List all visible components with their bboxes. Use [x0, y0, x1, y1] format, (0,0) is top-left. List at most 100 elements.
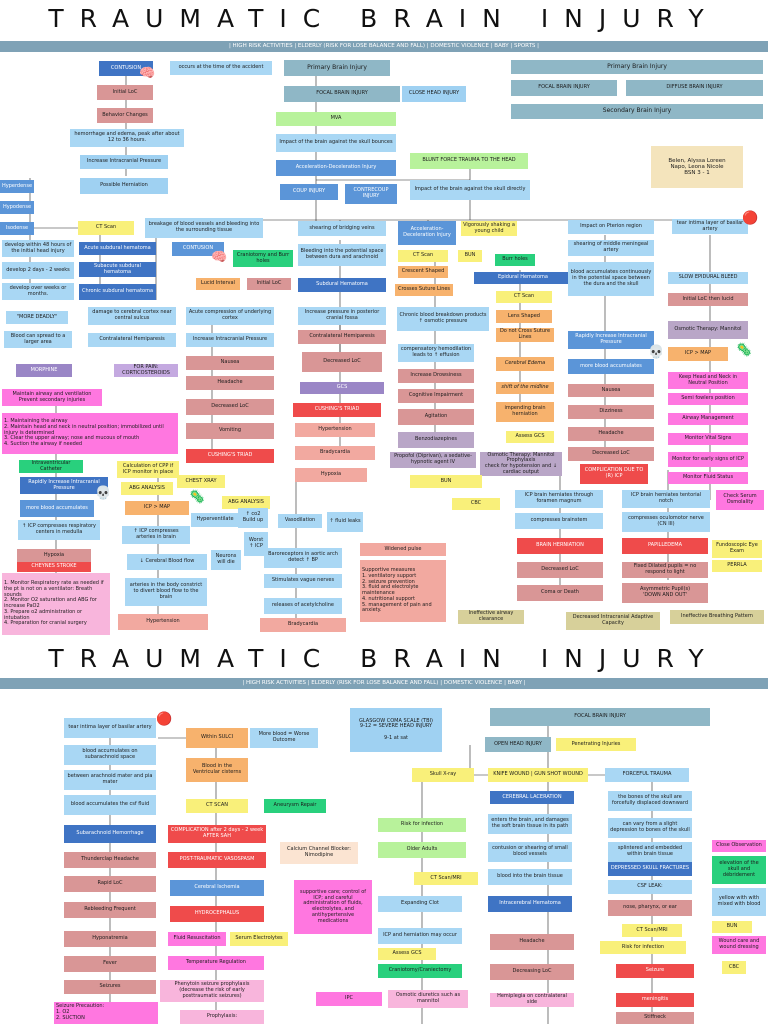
- node-contusion: CONTUSION: [99, 61, 153, 76]
- b-meningitis: meningitis: [616, 993, 694, 1007]
- b-forceful-trauma: FORCEFUL TRAUMA: [605, 768, 689, 782]
- node-chronic-sdh: Chronic subdural hematoma: [79, 284, 156, 300]
- node-contralateral-hemi2: Contralateral Hemiparesis: [298, 330, 386, 344]
- node-vigorously: Vigorously shaking a young child: [461, 221, 517, 236]
- node-icp-compresses-resp: ↑ ICP compresses respiratory centers in …: [18, 520, 100, 540]
- node-more-blood: more blood accumulates: [568, 359, 654, 374]
- b-seizure: Seizure: [616, 964, 694, 978]
- b-csf-leak: CSF LEAK:: [608, 880, 692, 894]
- node-agitation: Agitation: [398, 409, 474, 425]
- legend-primary: Primary Brain Injury: [511, 60, 763, 74]
- node-hyperventilate: Hyperventilate: [191, 513, 239, 527]
- node-decreased-loc2: Decreased LoC: [186, 399, 274, 415]
- node-osmotic-therapy: Osmotic Therapy: Mannitol: [668, 321, 748, 339]
- b-decreasing-loc: Decreasing LoC: [490, 964, 574, 980]
- node-shift-midline: shift of the midline: [496, 382, 554, 394]
- b-blood-csf: blood accumulates the csf fluid: [64, 795, 156, 815]
- node-nausea: Nausea: [186, 356, 274, 370]
- skull-icon-2: 💀: [648, 345, 665, 360]
- node-stimulates-vagus: Stimulates vague nerves: [264, 574, 342, 588]
- b-phenytoin: Phenytoin seizure prophylaxis (decrease …: [160, 980, 264, 1002]
- node-decreased-loc4: Decreased LoC: [517, 562, 603, 578]
- node-monitor-resp: 1. Monitor Respiratory rate as needed if…: [2, 573, 110, 635]
- b-vasospasm: POST-TRAUMATIC VASOSPASM: [168, 852, 266, 868]
- b-hydrocephalus: HYDROCEPHALUS: [170, 906, 264, 922]
- node-burr-holes: Burr holes: [495, 254, 535, 266]
- node-subacute: Subacute subdural hematoma: [79, 262, 156, 277]
- node-bradycardia: Bradycardia: [295, 446, 375, 460]
- b-elevation: elevation of the skull and débridement: [712, 856, 766, 884]
- node-behavior: Behavior Changes: [97, 108, 153, 123]
- b-wound-care: Wound care and wound dressing: [712, 936, 766, 954]
- node-releases-ach: releases of acetylcholine: [264, 598, 342, 614]
- skull-icon: 💀: [95, 486, 112, 501]
- b-blood-into-tissue: blood into the brain tissue: [488, 869, 572, 885]
- node-initial-loc2: Initial LoC: [247, 278, 291, 290]
- node-benzodiazepines: Benzodiazepines: [398, 432, 474, 448]
- node-keep-head: Keep Head and Neck in Neutral Position: [668, 372, 748, 389]
- b-calcium-blocker: Calcium Channel Blocker: Nimodipine: [280, 842, 358, 864]
- node-asymmetric-pupil: Asymmetric Pupil(s) 'DOWN AND OUT': [622, 583, 708, 603]
- b-ct-mri: CT Scan/MRI: [414, 872, 478, 885]
- node-acute-compression: Acute compression of underlying cortex: [186, 307, 274, 325]
- b-seizures: Seizures: [64, 980, 156, 994]
- node-slow-epidural: SLOW EPIDURAL BLEED: [668, 272, 748, 284]
- node-hyperdense: Hyperdense: [0, 180, 34, 193]
- node-rapidly-inc2: Rapidly Increase Intracranial Pressure: [20, 477, 108, 494]
- bottom-subtitle-banner: | HIGH RISK ACTIVITIES | ELDERLY (RISK F…: [0, 678, 768, 689]
- b-nose-pharynx: nose, pharynx, or ear: [608, 900, 692, 916]
- b-yellow-blood: yellow with with mixed with blood: [712, 888, 766, 916]
- node-icp-map2: ICP > MAP: [125, 501, 189, 515]
- node-acute-sdh: Acute subdural hematoma: [79, 242, 156, 255]
- node-cushings-triad2: CUSHING'S TRIAD: [186, 449, 274, 463]
- node-possible-herniation: Possible Herniation: [80, 178, 168, 194]
- node-chest-xray: CHEST XRAY: [177, 475, 225, 488]
- b-fever: Fever: [64, 956, 156, 972]
- node-occurs: occurs at the time of the accident: [170, 61, 272, 75]
- b-seizure-precaution: Seizure Precaution: 1. O2 2. SUCTION: [54, 1002, 158, 1024]
- node-calc-cpp: Calculation of CPP if ICP monitor in pla…: [117, 461, 179, 478]
- node-monitor-fluid: Monitor Fluid Status: [668, 472, 748, 484]
- b-tear-intima: tear intima layer of basilar artery: [64, 718, 156, 738]
- node-not-cross: Do not Cross Suture Lines: [496, 328, 554, 342]
- b-osmotic-diuretics: Osmotic diuretics such as mannitol: [388, 990, 468, 1008]
- b-thunderclap: Thunderclap Headache: [64, 852, 156, 868]
- node-papilledema: PAPILLEDEMA: [622, 538, 708, 554]
- node-ineff-airway: Ineffective airway clearance: [458, 610, 524, 624]
- b-depressed-fracture: DEPRESSED SKULL FRACTURES: [608, 862, 692, 876]
- node-crescent: Crescent Shaped: [398, 266, 448, 278]
- node-dec-adaptive: Decreased Intracranial Adaptive Capacity: [566, 612, 660, 630]
- node-brain-herniation: BRAIN HERNIATION: [517, 538, 603, 554]
- node-bun2: BUN: [410, 475, 482, 488]
- node-nausea2: Nausea: [568, 384, 654, 397]
- node-compensatory: compensatory hemodilation leads to ↑ eff…: [398, 344, 474, 362]
- cells-icon-b: 🔴: [156, 712, 173, 727]
- node-compresses-oculomotor: compresses oculomotor nerve (CN III): [622, 512, 710, 532]
- node-compresses-stem: compresses brainstem: [515, 513, 603, 529]
- node-check-osmolality: Check Serum Osmolality: [716, 490, 764, 510]
- node-icp-compresses-arteries: ↑ ICP compresses arteries in brain: [122, 526, 190, 544]
- node-cbc: CBC: [452, 498, 500, 510]
- node-neurons-die: Neurons will die: [211, 550, 241, 570]
- node-fundoscopic: Fundoscopic Eye Exam: [712, 540, 762, 558]
- node-fixed-dilated: Fixed Dilated pupils = no respond to lig…: [622, 562, 708, 578]
- node-subdural-hematoma: Subdural Hematoma: [298, 278, 386, 292]
- b-complication: COMPLICATION after 2 days - 2 week AFTER…: [168, 825, 266, 843]
- node-cerebral-blood-flow: ↓ Cerebral Blood flow: [127, 554, 207, 570]
- b-cerebral-laceration: CEREBRAL LACERATION: [490, 791, 574, 804]
- b-rebleeding: Rebleeding Frequent: [64, 902, 156, 918]
- b-between-arachnoid: between arachnoid mater and pia mater: [64, 770, 156, 790]
- node-more-blood2: more blood accumulates: [20, 500, 94, 517]
- b-icp-short: IPC: [316, 992, 382, 1006]
- node-propofol: Propofol (Diprivan), a sedative-hypnotic…: [390, 452, 476, 468]
- node-icp-herniates-tentorial: ICP brain herniates tentorial notch: [622, 490, 710, 508]
- virus-icon-2: 🦠: [736, 343, 753, 358]
- node-contusion2: CONTUSION: [172, 242, 224, 256]
- b-stiffneck: Stiffneck: [616, 1012, 694, 1024]
- node-arteries-constrict: arteries in the body constrict to divert…: [125, 578, 207, 606]
- node-co2-buildup: ↑ co2 Build up: [238, 508, 268, 528]
- cells-icon: 🔴: [742, 211, 759, 226]
- node-inc-icp: Increase Intracranial Pressure: [80, 155, 168, 169]
- node-inc-drowsiness: Increase Drowsiness: [398, 369, 474, 383]
- b-open-head: OPEN HEAD INJURY: [485, 737, 551, 752]
